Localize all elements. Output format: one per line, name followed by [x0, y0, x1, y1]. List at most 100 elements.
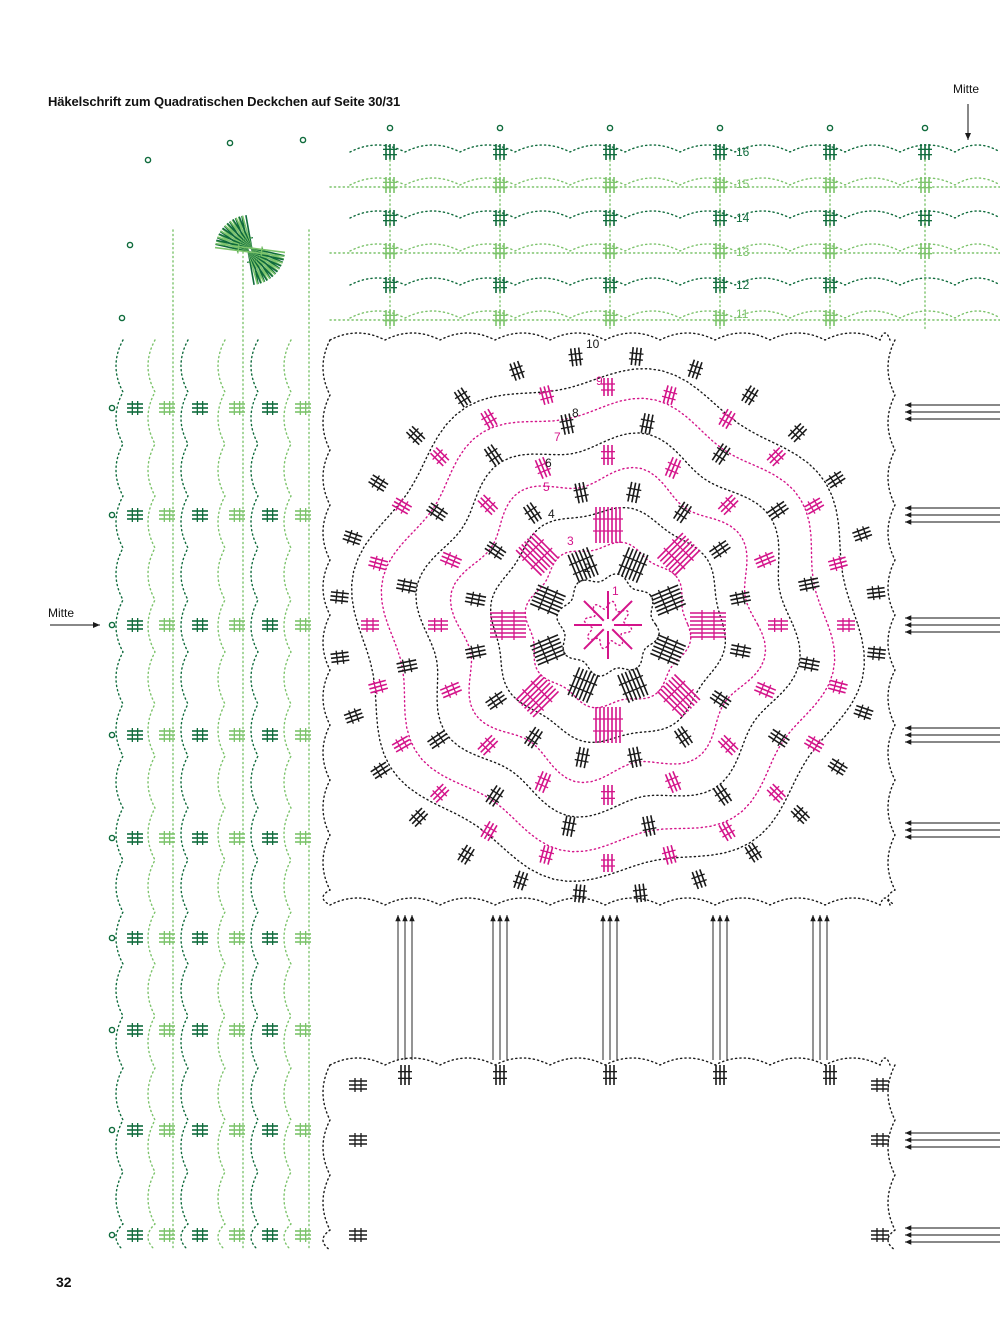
stitch-bar — [832, 557, 838, 572]
stitch — [564, 414, 570, 435]
stitch-bar — [661, 849, 676, 855]
round-label-1: 1 — [612, 584, 619, 598]
stitch-bar — [353, 708, 360, 722]
stitch-bar — [712, 545, 722, 558]
stitch — [215, 242, 286, 254]
stitch-bar — [871, 586, 875, 601]
border-stitch — [192, 1023, 208, 1037]
stitch — [574, 884, 578, 903]
stitch — [442, 689, 463, 699]
motif-stitch — [480, 820, 498, 842]
stitch-bar — [575, 752, 590, 757]
stitch — [547, 847, 554, 865]
stitch — [370, 761, 387, 773]
motif-round — [524, 541, 692, 709]
stitch — [828, 560, 847, 567]
motif-stitch — [664, 770, 682, 794]
scallop-col — [250, 339, 259, 1251]
motif-stitch — [391, 735, 413, 753]
stitch-bar — [663, 389, 678, 395]
stitch — [805, 500, 823, 512]
motif-round — [490, 507, 726, 743]
stitch — [485, 690, 503, 704]
stitch-bar — [561, 827, 576, 832]
stitch — [521, 679, 548, 707]
stitch — [330, 599, 349, 603]
motif-stitch — [368, 678, 389, 695]
stitch — [582, 673, 596, 702]
stitch — [488, 787, 502, 805]
stitch — [719, 783, 733, 802]
stitch-bar — [878, 646, 881, 661]
border-stitch — [295, 728, 311, 742]
stitch — [662, 847, 669, 865]
stitch — [852, 526, 870, 534]
stitch — [747, 389, 759, 406]
stitch-bar — [537, 585, 549, 611]
stitch — [330, 655, 349, 660]
stitch — [395, 742, 413, 753]
stitch-bar — [758, 554, 766, 568]
stitch-bar — [838, 555, 844, 570]
stitch — [521, 543, 548, 571]
stitch — [482, 740, 499, 756]
stitch-bar — [415, 809, 427, 821]
stitch-bar — [877, 585, 881, 600]
scallop-row — [349, 277, 1000, 286]
stitch-bar — [490, 788, 503, 798]
scallop-row — [329, 332, 891, 341]
border-stitch — [229, 1023, 245, 1037]
stitch — [650, 652, 679, 666]
stitch — [717, 740, 734, 756]
stitch — [673, 673, 701, 701]
motif-stitch — [709, 689, 732, 710]
stitch — [617, 546, 631, 576]
motif-stitch — [522, 502, 543, 525]
border-stitch — [192, 618, 208, 632]
stitch-bar — [410, 814, 422, 825]
stitch-bar — [689, 363, 704, 370]
stitch — [718, 824, 729, 842]
stitch — [428, 505, 446, 519]
stitch — [526, 685, 554, 712]
stitch — [562, 815, 568, 836]
stitch — [721, 410, 733, 428]
stitch — [214, 246, 285, 258]
stitch — [798, 577, 819, 583]
stitch-bar — [633, 894, 648, 898]
stitch — [617, 674, 631, 704]
border-stitch — [192, 831, 208, 845]
stitch-bar — [572, 674, 598, 687]
stitch — [687, 359, 696, 377]
stitch — [828, 683, 847, 690]
border-stitch — [192, 931, 208, 945]
stitch — [672, 770, 682, 791]
stitch — [391, 735, 409, 746]
stitch-bar — [657, 635, 670, 661]
motif-stitch — [617, 546, 649, 583]
motif-stitch — [574, 746, 590, 769]
motif-stitch — [656, 673, 701, 718]
stitch — [397, 579, 418, 585]
motif-stitch — [753, 681, 777, 699]
stitch — [513, 870, 521, 888]
border-stitch — [262, 931, 278, 945]
stitch-bar — [559, 418, 574, 423]
stitch-bar — [741, 644, 746, 659]
scallop-col — [115, 339, 124, 1251]
stitch-bar — [260, 246, 263, 257]
stitch — [574, 551, 588, 580]
stitch — [583, 748, 589, 769]
stitch — [543, 386, 550, 405]
stitch-bar — [794, 425, 806, 436]
border-stitch — [918, 144, 932, 160]
stitch-bar — [521, 688, 545, 712]
stitch-bar — [734, 591, 740, 606]
stitch-bar — [812, 498, 821, 511]
stitch — [533, 595, 562, 609]
stitch-bar — [435, 507, 445, 520]
border-stitch — [159, 728, 175, 742]
stitch-bar — [408, 427, 419, 439]
stitch-bar — [538, 389, 553, 395]
motif-stitch — [568, 347, 584, 367]
